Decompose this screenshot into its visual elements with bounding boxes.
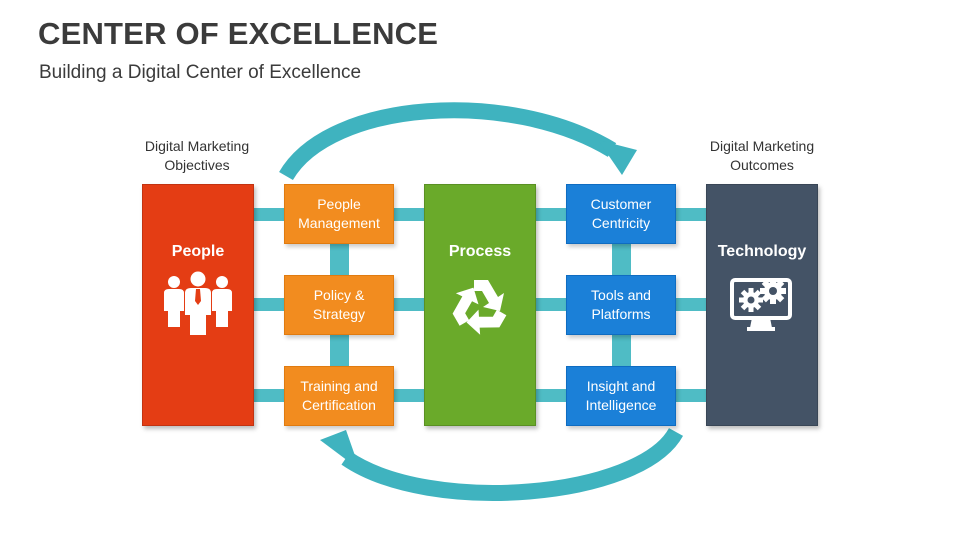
- box-policy-strategy: Policy & Strategy: [284, 275, 394, 335]
- column-technology: Technology: [706, 184, 818, 426]
- column-process-label: Process: [448, 243, 512, 260]
- column-technology-label: Technology: [717, 243, 807, 260]
- caption-outcomes: Digital Marketing Outcomes: [709, 138, 815, 173]
- column-process: Process: [424, 184, 536, 426]
- column-people-label: People: [171, 243, 225, 260]
- people-group-icon: [143, 271, 253, 337]
- page-subtitle: Building a Digital Center of Excellence: [39, 62, 362, 83]
- box-people-management: People Management: [284, 184, 394, 244]
- recycle-icon: [425, 271, 535, 337]
- box-tools-platforms: Tools and Platforms: [566, 275, 676, 335]
- caption-objectives: Digital Marketing Objectives: [144, 138, 250, 173]
- box-customer-centricity: Customer Centricity: [566, 184, 676, 244]
- cycle-arrow-top: [279, 102, 637, 181]
- box-insight-intelligence: Insight and Intelligence: [566, 366, 676, 426]
- column-people: People: [142, 184, 254, 426]
- page-title: CENTER OF EXCELLENCE: [38, 16, 439, 51]
- monitor-gears-icon: [707, 271, 817, 333]
- box-training-certification: Training and Certification: [284, 366, 394, 426]
- cycle-arrow-bottom: [320, 427, 684, 501]
